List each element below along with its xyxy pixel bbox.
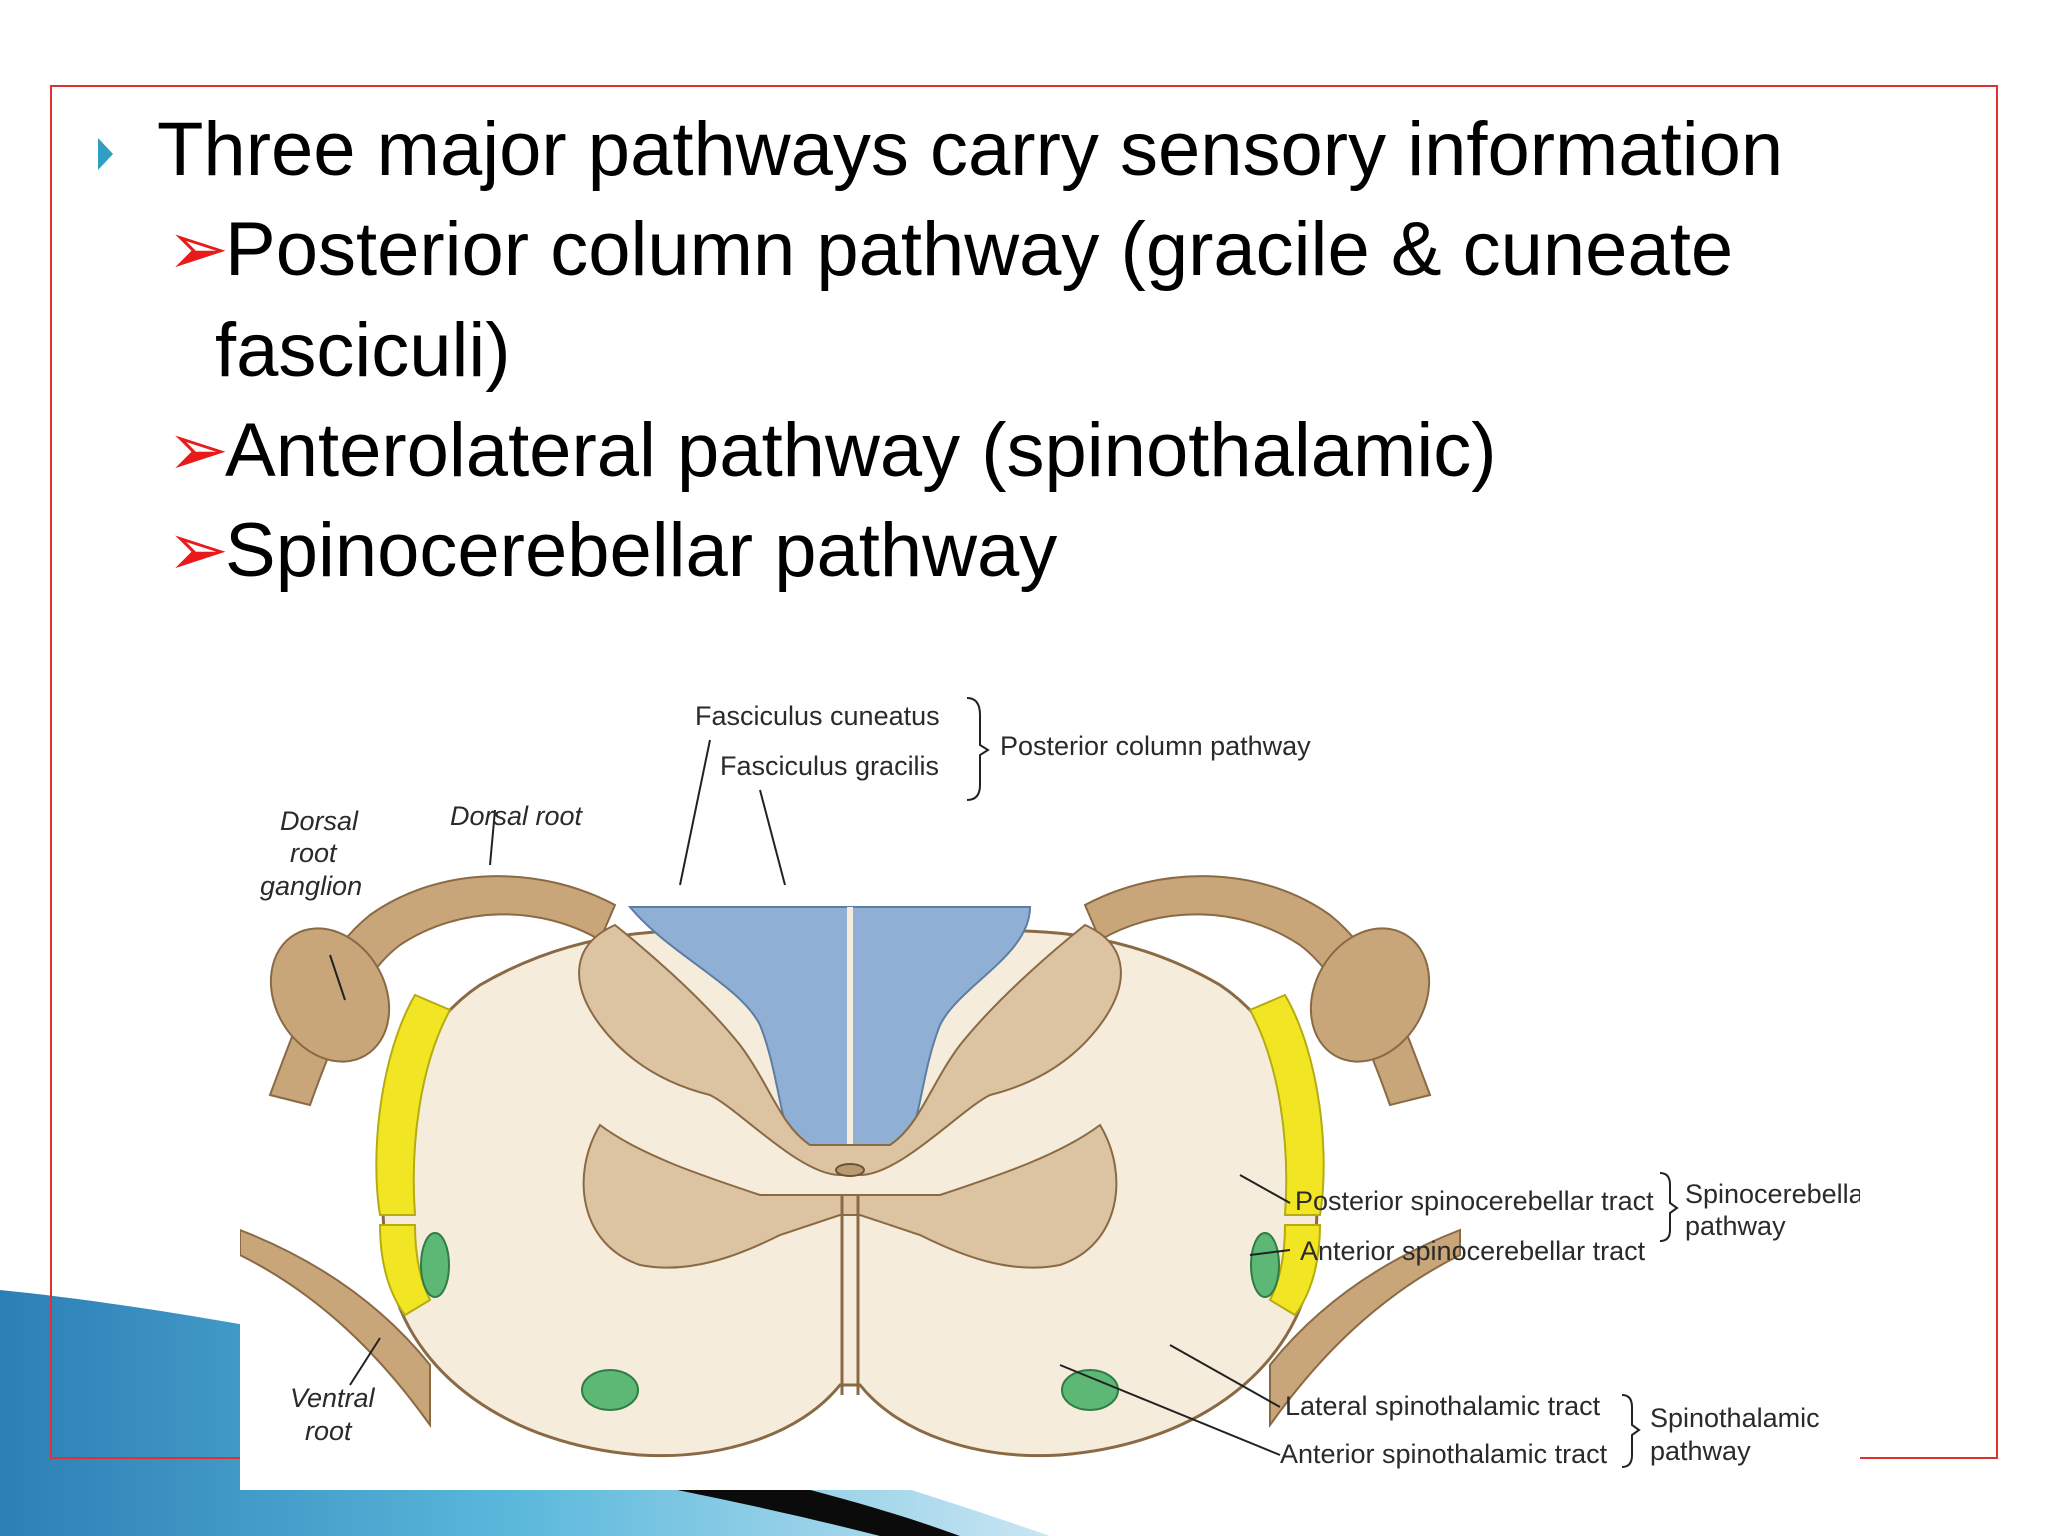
bullet-main: Three major pathways carry sensory infor… [95, 100, 1975, 200]
label-anterior-spinocerebellar-tract: Anterior spinocerebellar tract [1300, 1236, 1646, 1266]
label-lateral-spinothalamic-tract: Lateral spinothalamic tract [1285, 1391, 1601, 1421]
anterior-median-fissure [840, 1195, 860, 1395]
spinal-cord-figure: Fasciculus cuneatus Fasciculus gracilis … [240, 697, 1860, 1469]
label-spinothalamic-pathway-2: pathway [1650, 1436, 1751, 1466]
label-fasciculus-cuneatus: Fasciculus cuneatus [695, 701, 940, 731]
anterior-spinothalamic-tract-right [1061, 1369, 1119, 1411]
sub-bullet-anterolateral: ➢ Anterolateral pathway (spinothalamic) [95, 401, 1975, 501]
label-dorsal-root-ganglion-1: Dorsal [280, 806, 359, 836]
posterior-spinocerebellar-tract [375, 993, 452, 1216]
lateral-spinothalamic-tract [420, 1232, 450, 1298]
spinal-cord-diagram: Fasciculus cuneatus Fasciculus gracilis … [240, 655, 1860, 1490]
label-fasciculus-gracilis: Fasciculus gracilis [720, 751, 939, 781]
arrow-bullet-icon: ➢ [167, 207, 230, 291]
label-dorsal-root: Dorsal root [450, 801, 584, 831]
label-ventral-root-2: root [305, 1416, 353, 1446]
sub-bullet-anterolateral-text: Anterolateral pathway (spinothalamic) [225, 407, 1497, 493]
leader-lines [329, 697, 1679, 1468]
gray-matter [578, 923, 1122, 1269]
sub-bullet-spinocerebellar: ➢ Spinocerebellar pathway [95, 501, 1975, 601]
bullet-triangle-icon [98, 138, 113, 170]
dorsal-root-left [268, 875, 617, 1107]
dorsal-root-right [1083, 875, 1432, 1107]
label-spinocerebellar-pathway-1: Spinocerebellar [1685, 1179, 1860, 1209]
label-anterior-spinothalamic-tract: Anterior spinothalamic tract [1280, 1439, 1608, 1469]
label-dorsal-root-ganglion-2: root [290, 838, 338, 868]
label-spinocerebellar-pathway-2: pathway [1685, 1211, 1786, 1241]
ventral-root-right [1269, 1228, 1461, 1429]
sub-bullet-spinocerebellar-text: Spinocerebellar pathway [225, 508, 1058, 594]
arrow-bullet-icon: ➢ [167, 407, 230, 491]
lateral-spinothalamic-tract-right [1250, 1232, 1280, 1298]
anterior-spinocerebellar-tract-right [1268, 1224, 1322, 1317]
label-dorsal-root-ganglion-3: ganglion [260, 871, 362, 901]
sub-bullet-posterior-text: Posterior column pathway (gracile & cune… [225, 207, 1734, 293]
label-ventral-root-1: Ventral [290, 1383, 376, 1413]
anterior-spinothalamic-tract [581, 1369, 639, 1411]
posterior-spinocerebellar-tract-right [1248, 993, 1325, 1216]
bullet-main-text: Three major pathways carry sensory infor… [157, 107, 1784, 192]
central-canal [835, 1163, 865, 1177]
ventral-root-left [240, 1228, 431, 1429]
label-posterior-column-pathway: Posterior column pathway [1000, 731, 1311, 761]
sub-bullet-posterior-cont: fasciculi) [215, 307, 511, 393]
anterior-spinocerebellar-tract [378, 1224, 432, 1317]
bullet-list: Three major pathways carry sensory infor… [95, 100, 1975, 602]
sub-bullet-posterior: ➢ Posterior column pathway (gracile & cu… [95, 200, 1975, 401]
arrow-bullet-icon: ➢ [167, 508, 230, 592]
label-spinothalamic-pathway-1: Spinothalamic [1650, 1403, 1820, 1433]
label-posterior-spinocerebellar-tract: Posterior spinocerebellar tract [1295, 1186, 1654, 1216]
